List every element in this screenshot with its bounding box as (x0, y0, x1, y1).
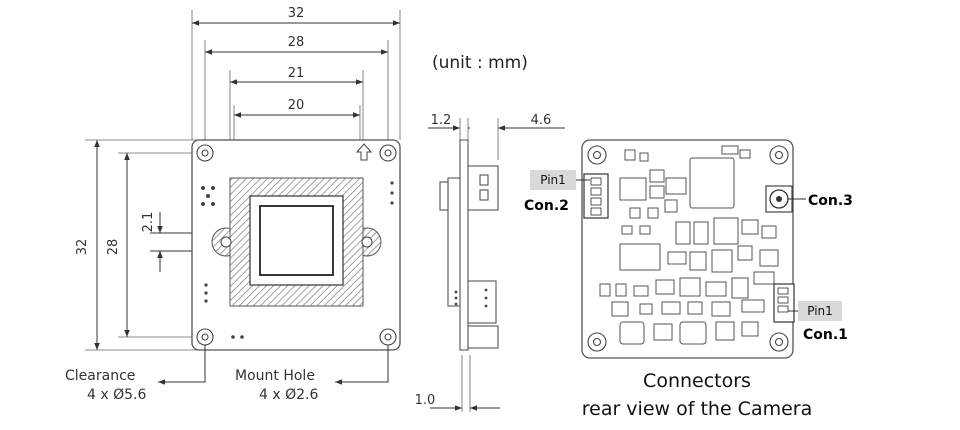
dim-bottom-offset: 1.0 (415, 393, 436, 408)
dim-height-hole-pitch: 28 (106, 239, 121, 256)
dim-board-thickness: 1.2 (431, 113, 452, 128)
con2-pin-tag (530, 170, 576, 190)
con2-pin-label: Pin1 (540, 173, 566, 187)
clearance-label: Clearance (65, 368, 135, 384)
rear-components (599, 145, 779, 345)
side-board-profile (459, 139, 469, 351)
rear-corner-holes (587, 145, 789, 352)
con3-label: Con.3 (808, 193, 853, 209)
side-lens-bump (439, 181, 449, 211)
rear-view: Pin1 Con.2 Con.3 Pin1 Con.1 Connectors r… (524, 139, 853, 420)
dim-offset-small: 2.1 (141, 212, 156, 233)
mount-hole-spec: 4 x Ø2.6 (259, 387, 318, 403)
dim-width-frame: 21 (288, 66, 305, 81)
con1-pin-label: Pin1 (807, 304, 833, 318)
sensor-window (259, 205, 334, 276)
lens-frame (211, 177, 382, 307)
corner-mount-holes (196, 144, 397, 346)
orientation-arrow-icon (355, 143, 373, 161)
dim-height-outer: 32 (75, 239, 90, 256)
unit-note: (unit : mm) (432, 53, 528, 73)
dim-width-sensor: 20 (288, 98, 305, 113)
con1-pin-tag (798, 301, 842, 321)
clearance-spec: 4 x Ø5.6 (87, 387, 146, 403)
side-connector-base (467, 325, 499, 349)
con2-label: Con.2 (524, 198, 569, 214)
rear-caption-line2: rear view of the Camera (582, 398, 813, 420)
side-lens-frame-profile (447, 177, 461, 307)
front-view: 32 28 21 20 32 28 2.1 (65, 6, 401, 403)
side-connector-top (467, 165, 499, 211)
dim-width-outer: 32 (288, 6, 305, 21)
con1-label: Con.1 (803, 327, 848, 343)
con3-connector (765, 185, 793, 213)
dim-width-hole-pitch: 28 (288, 35, 305, 50)
mount-hole-label: Mount Hole (235, 368, 315, 384)
rear-caption-line1: Connectors (643, 370, 751, 392)
front-board-pads (201, 181, 394, 339)
side-view: 1.2 4.6 1.0 (415, 113, 565, 412)
side-connector-bottom (467, 280, 497, 324)
dim-connector-height: 4.6 (531, 113, 552, 128)
